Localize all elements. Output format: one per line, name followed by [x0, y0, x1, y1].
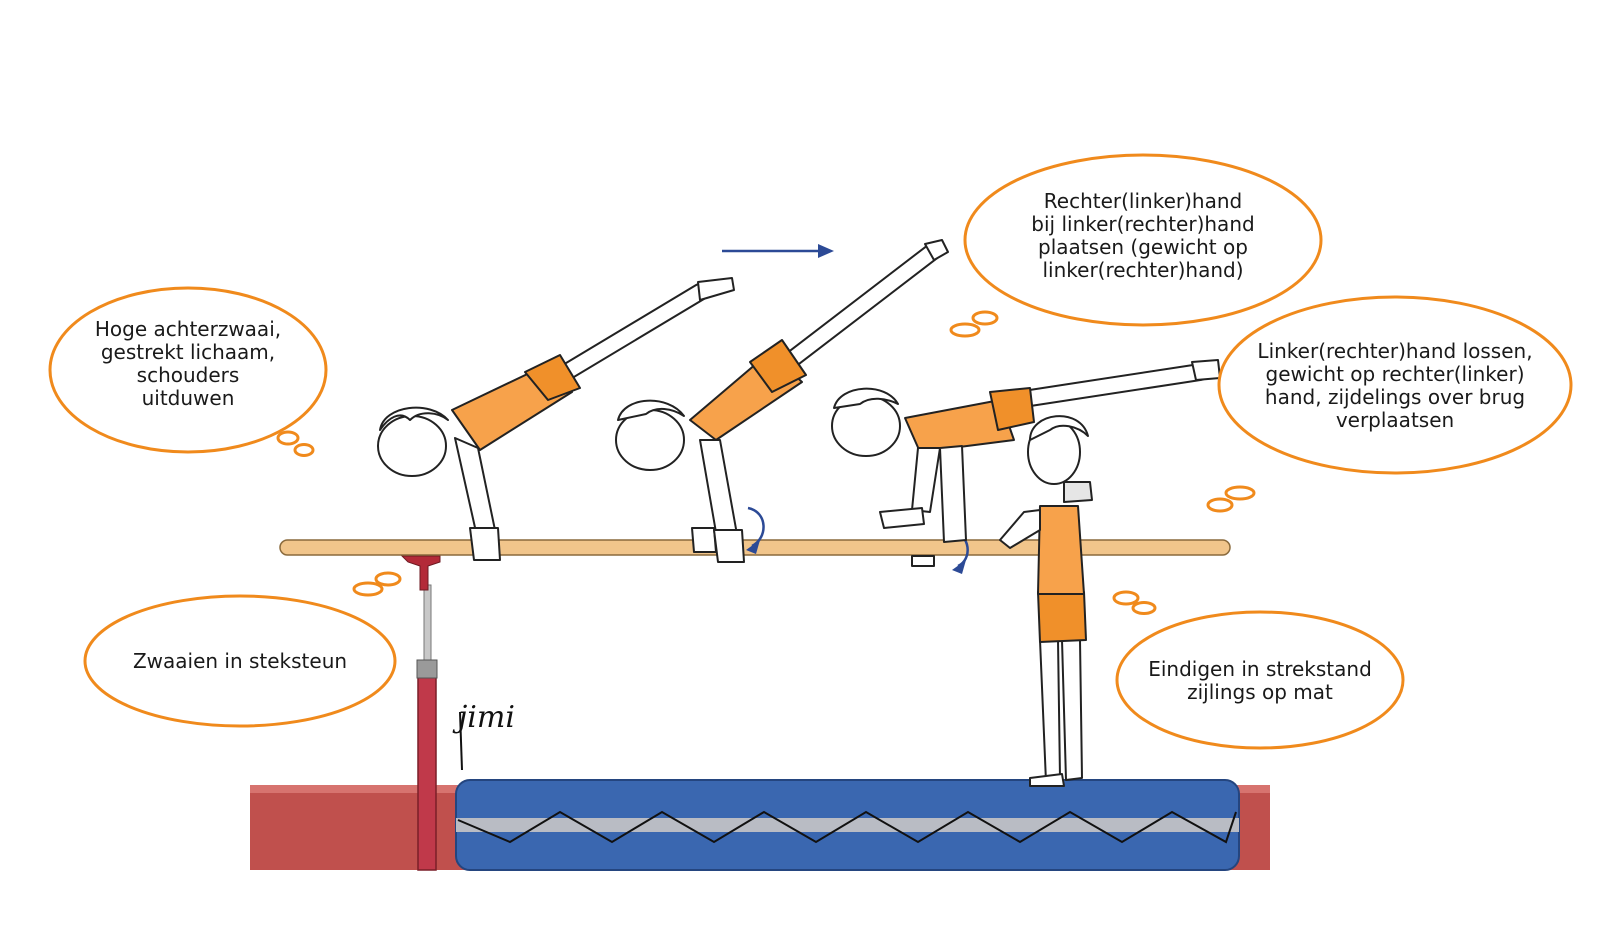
artist-signature: jimi: [458, 700, 515, 735]
landing-mat: [455, 779, 1240, 871]
thought-bubble-5: [1112, 590, 1405, 750]
gymnast-phase-4-standing: [999, 415, 1093, 787]
gymnast-phase-3: [831, 359, 1221, 567]
bubble-text-high-back-swing: Hoge achterzwaai, gestrekt lichaam, scho…: [94, 317, 282, 410]
thought-bubble-3: [1206, 295, 1573, 513]
bar-support-pole: [400, 555, 441, 871]
direction-arrow-icon: [722, 244, 834, 258]
bubble-text-hand-release: Linker(rechter)hand lossen, gewicht op r…: [1257, 339, 1533, 432]
signature-flourish: [459, 711, 463, 771]
gymnast-phase-2: [615, 239, 949, 563]
thought-bubble-4: [83, 571, 402, 728]
gymnast-phase-1: [377, 277, 735, 561]
thought-bubble-2: [949, 153, 1323, 338]
rotation-arrowhead-icon: [746, 540, 760, 554]
rotation-arrowhead-icon: [952, 560, 966, 574]
bubble-text-swing-support: Zwaaien in steksteun: [132, 649, 348, 673]
thought-bubble-1: [48, 286, 328, 457]
bubble-text-hand-placement: Rechter(linker)hand bij linker(rechter)h…: [1031, 189, 1255, 282]
bubble-text-end-position: Eindigen in strekstand zijlings op mat: [1148, 657, 1372, 704]
